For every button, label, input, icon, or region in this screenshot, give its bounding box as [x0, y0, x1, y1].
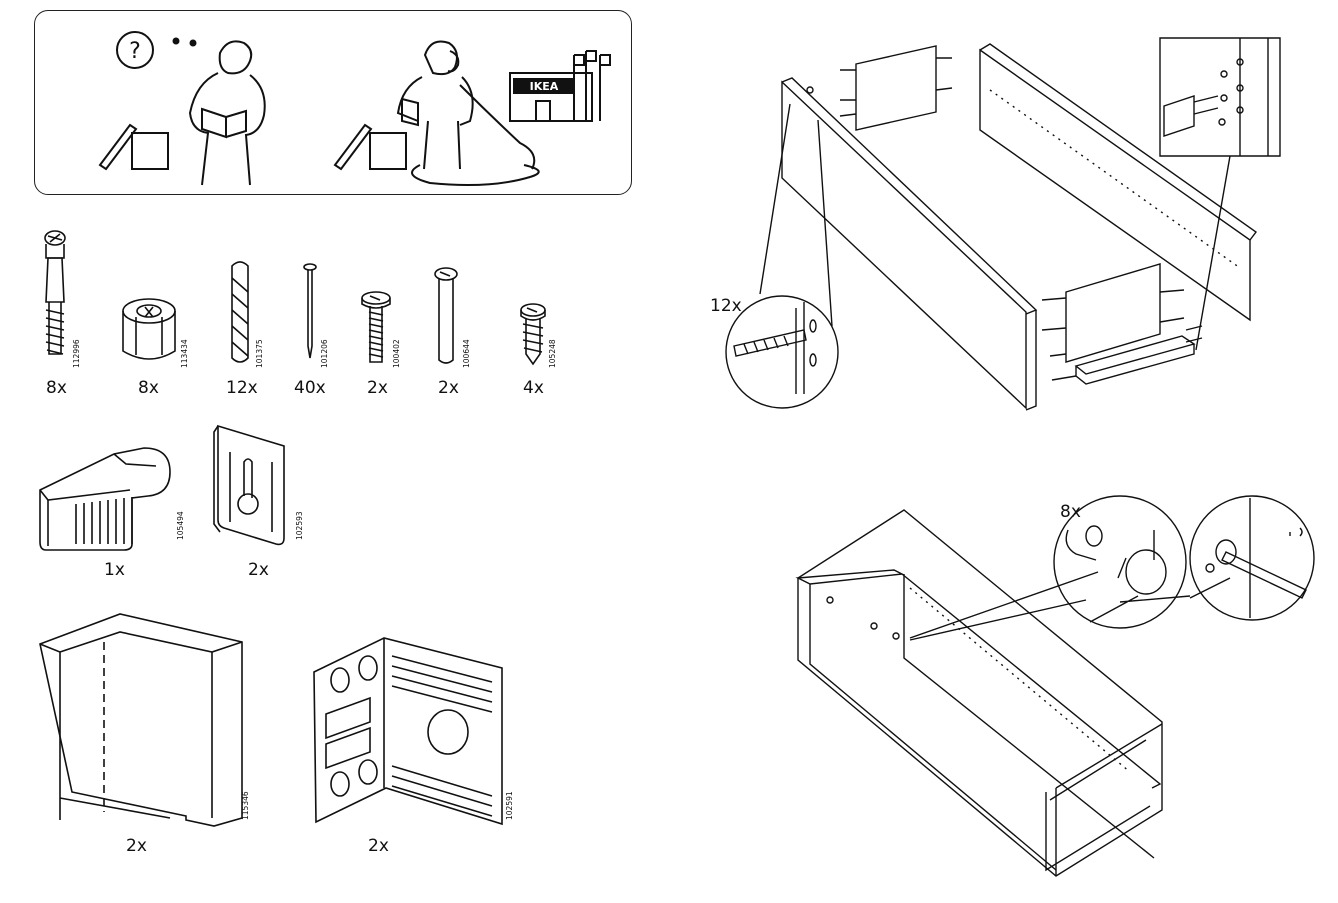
- part-number-105248: 105248: [548, 339, 557, 368]
- quantity-105494: 1x: [104, 560, 125, 580]
- quantity-102591: 2x: [368, 836, 389, 856]
- part-number-102593: 102593: [295, 511, 304, 540]
- cam-bolt-icon: [38, 228, 72, 368]
- part-number-113434: 113434: [180, 339, 189, 368]
- part-number-102591: 102591: [505, 791, 514, 820]
- quantity-102593: 2x: [248, 560, 269, 580]
- store-sign: IKEA: [530, 80, 559, 93]
- dowel-step-quantity: 12x: [710, 296, 742, 316]
- part-number-105494: 105494: [176, 511, 185, 540]
- pin-icon: [432, 266, 460, 366]
- part-number-101375: 101375: [255, 339, 264, 368]
- intro-panel: [34, 10, 632, 195]
- cam-lock-assembly-step: [790, 488, 1330, 878]
- plastic-wedge-icon: [36, 440, 176, 552]
- quantity-112996: 8x: [46, 378, 67, 398]
- keyhole-plate-icon: [212, 422, 294, 548]
- wood-dowel-icon: [228, 258, 252, 366]
- corner-block-icon: [38, 612, 244, 826]
- quantity-100402: 2x: [367, 378, 388, 398]
- quantity-101206: 40x: [294, 378, 326, 398]
- cam-lock-step-quantity: 8x: [1060, 502, 1081, 522]
- part-number-112996: 112996: [72, 339, 81, 368]
- part-number-100402: 100402: [392, 339, 401, 368]
- quantity-101375: 12x: [226, 378, 258, 398]
- short-screw-icon: [517, 302, 549, 366]
- quantity-115346: 2x: [126, 836, 147, 856]
- quantity-113434: 8x: [138, 378, 159, 398]
- quantity-100644: 2x: [438, 378, 459, 398]
- part-number-115346: 115346: [241, 791, 250, 820]
- angle-bracket-icon: [312, 636, 502, 824]
- part-number-100644: 100644: [462, 339, 471, 368]
- part-number-101206: 101206: [320, 339, 329, 368]
- question-mark: ?: [129, 39, 141, 64]
- machine-screw-icon: [360, 290, 392, 366]
- nail-icon: [300, 262, 320, 362]
- person-reading-illustration: ?: [90, 25, 270, 190]
- cam-lock-icon: [118, 295, 180, 367]
- dowel-assembly-step: [700, 30, 1290, 410]
- person-calling-store-illustration: IKEA: [330, 25, 620, 190]
- quantity-105248: 4x: [523, 378, 544, 398]
